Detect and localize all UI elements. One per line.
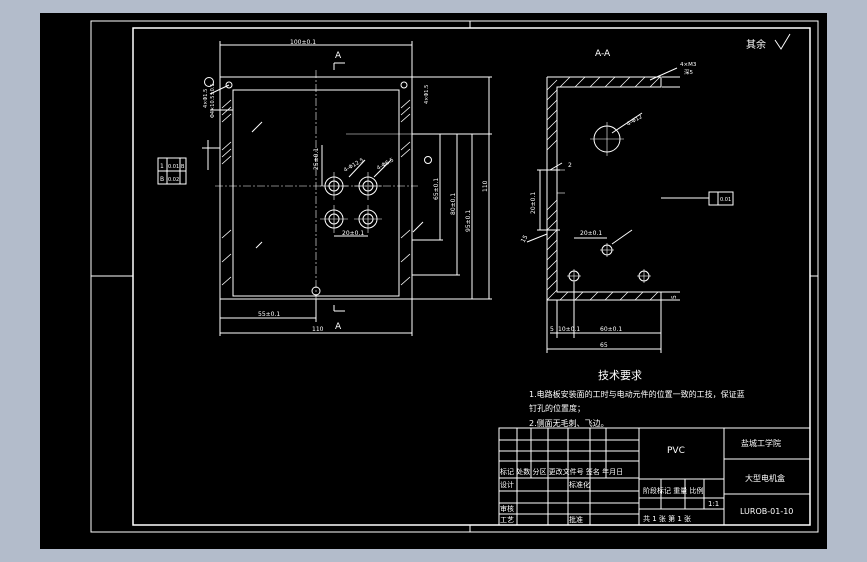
- roughness-label: 其余: [746, 38, 766, 51]
- dim-2: 2: [568, 162, 572, 169]
- dim-20-vertical: 20±0.1: [530, 192, 537, 214]
- section-mark-top: A: [335, 51, 342, 61]
- left-hole-label: 4×Φ1.5: [203, 89, 209, 108]
- paper-sheet: [40, 13, 827, 549]
- tech-req-line-3: 2.侧面无毛刺、飞边。: [529, 418, 609, 428]
- top-note: 4×M3: [680, 62, 697, 68]
- leader-box-text: 0.01: [720, 197, 731, 203]
- tech-req-line-1: 1.电路板安装面的工时与电动元件的位置一致的工技，保证蓝: [529, 389, 745, 399]
- dim-65: 65±0.1: [433, 178, 440, 200]
- tolerance-cell: 0.01: [168, 164, 179, 170]
- roughness-symbol: [774, 33, 791, 50]
- dim-10: 10±0.1: [558, 326, 580, 333]
- corner-hole: [225, 81, 233, 89]
- tech-req-line-2: 钉孔的位置度；: [529, 403, 585, 413]
- front-view: [157, 41, 492, 336]
- corner-hole: [400, 81, 408, 89]
- tolerance-cell: 0.02: [168, 177, 179, 183]
- dim-side: 5: [671, 295, 678, 299]
- left-hole-label-2: Φ4×10.5±0.1: [210, 83, 216, 118]
- dim-15: 15: [520, 234, 530, 244]
- section-mark-bottom: A: [335, 322, 342, 332]
- section-outline: [546, 76, 662, 301]
- leader-box: [708, 191, 734, 206]
- dim-55: 55±0.1: [258, 311, 280, 318]
- right-hole-label: 4×Φ1.5: [424, 85, 430, 104]
- revision-header: 标记 处数 分区 更改文件号 签名 年月日: [500, 467, 623, 476]
- dim-5: 5: [550, 326, 554, 333]
- tech-req-title: 技术要求: [598, 369, 642, 382]
- top-note-2: 深5: [684, 68, 694, 76]
- tolerance-cell: B: [181, 164, 185, 170]
- part-name: 大型电机盒: [745, 473, 785, 483]
- dim-20-horizontal: 20±0.1: [580, 230, 602, 237]
- datum-circle: [204, 77, 214, 87]
- dim-60: 60±0.1: [600, 326, 622, 333]
- dim-65: 65: [600, 342, 608, 349]
- tolerance-cell: B: [160, 176, 164, 183]
- dim-95: 95±0.1: [465, 210, 472, 232]
- process-label: 工艺: [500, 516, 514, 524]
- sheet-count: 共 1 张 第 1 张: [643, 514, 691, 523]
- stage-header: 阶段标记 重量 比例: [643, 486, 703, 495]
- section-title: A-A: [595, 49, 611, 59]
- title-block: [498, 427, 811, 526]
- dim-20: 20±0.1: [342, 230, 364, 237]
- dim-80: 80±0.1: [450, 193, 457, 215]
- review-label: 审核: [500, 504, 514, 513]
- standard-label: 标准化: [569, 480, 590, 489]
- design-label: 设计: [500, 480, 514, 489]
- school-name: 盐城工学院: [741, 438, 781, 448]
- dim-25: 25±0.1: [313, 148, 320, 170]
- tolerance-cell: 1: [160, 163, 164, 170]
- scale-value: 1:1: [708, 500, 719, 508]
- title-block-text: PVC 盐城工学院 大型电机盒 LUROB-01-10 标记 处数 分区 更改文…: [500, 438, 793, 524]
- dim-110: 110: [312, 326, 324, 333]
- dim-top: 100±0.1: [290, 39, 316, 46]
- technical-requirements: 技术要求 1.电路板安装面的工时与电动元件的位置一致的工技，保证蓝 钉孔的位置度…: [529, 369, 745, 428]
- right-datum-hole: [424, 156, 432, 164]
- material: PVC: [667, 446, 685, 456]
- section-view: [526, 67, 734, 353]
- section-view-annotations: A-A 4×M3 深5 4-Φ12 2 20±0.1 20±0.1 15 5 1…: [520, 38, 766, 349]
- dim-110-vertical: 110: [482, 180, 489, 192]
- drawing-number: LUROB-01-10: [740, 507, 793, 516]
- approve-label: 批准: [569, 515, 583, 524]
